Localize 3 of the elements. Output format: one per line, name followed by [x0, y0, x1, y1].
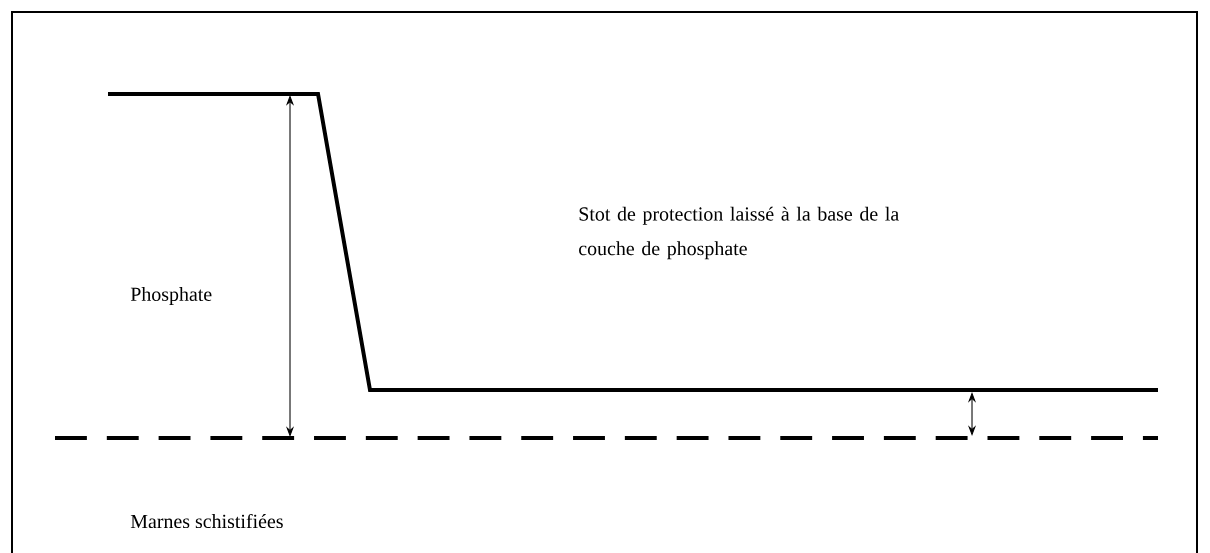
- label-text: Marnes schistifiées: [130, 513, 283, 529]
- label-text: Phosphate: [130, 287, 212, 306]
- label-text: Stot de protection laissé à la base de la couche de phosphate: [579, 206, 899, 260]
